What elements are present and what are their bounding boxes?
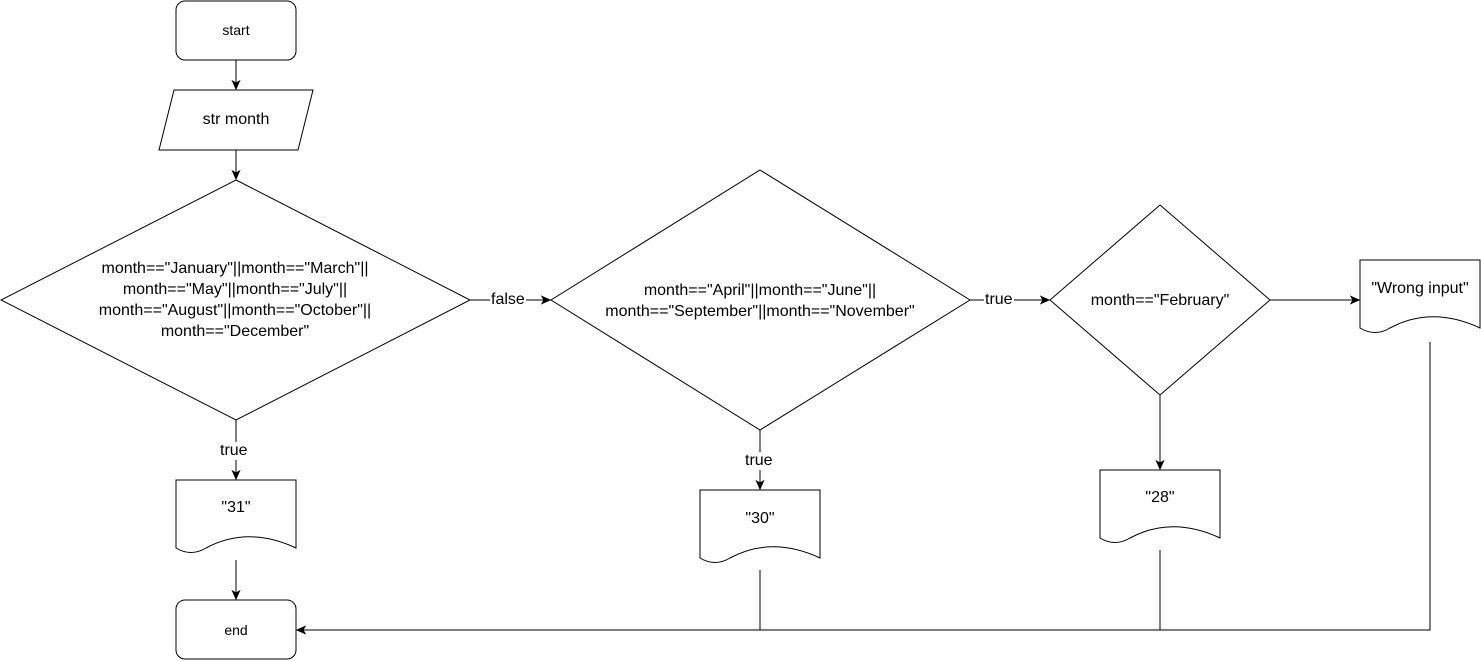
- end-label: end: [224, 622, 248, 638]
- decision-2-label: month=="April"||month=="June"|| month=="…: [560, 280, 960, 322]
- decision-2-line-1: month=="April"||month=="June"||: [643, 282, 877, 299]
- decision-1-line-4: month=="December": [160, 323, 310, 340]
- output-node-30: [699, 489, 821, 563]
- decision-2-line-2: month=="September"||month=="November": [605, 303, 915, 320]
- start-label: start: [222, 22, 250, 38]
- start-node: [175, 0, 297, 61]
- output-wrong-input-label: "Wrong input": [1371, 280, 1469, 297]
- decision-node-2: [550, 169, 971, 431]
- edge-wrong-to-end: [298, 342, 1431, 630]
- decision-node-3: [1049, 204, 1271, 396]
- decision-1-label: month=="January"||month=="March"|| month…: [35, 258, 435, 342]
- input-node: [158, 89, 314, 151]
- edge-label-cond2-true-down: true: [744, 452, 774, 470]
- input-label: str month: [202, 111, 270, 128]
- output-node-wrong-input: [1359, 259, 1481, 333]
- output-31-label: "31": [221, 499, 251, 516]
- decision-3-label: month=="February": [1090, 292, 1230, 309]
- decision-1-line-2: month=="May"||month=="July"||: [122, 281, 348, 298]
- end-node: [175, 599, 297, 660]
- output-node-31: [175, 479, 297, 553]
- output-28-label: "28": [1145, 489, 1175, 506]
- decision-node-1: [0, 179, 472, 421]
- decision-1-line-3: month=="August"||month=="October"||: [98, 302, 372, 319]
- edge-label-cond1-true: true: [219, 442, 249, 460]
- edge-label-cond2-true-right: true: [984, 291, 1014, 309]
- output-node-28: [1099, 469, 1221, 543]
- output-30-label: "30": [745, 510, 775, 527]
- decision-1-line-1: month=="January"||month=="March"||: [101, 260, 369, 277]
- edge-label-cond1-false: false: [490, 291, 526, 309]
